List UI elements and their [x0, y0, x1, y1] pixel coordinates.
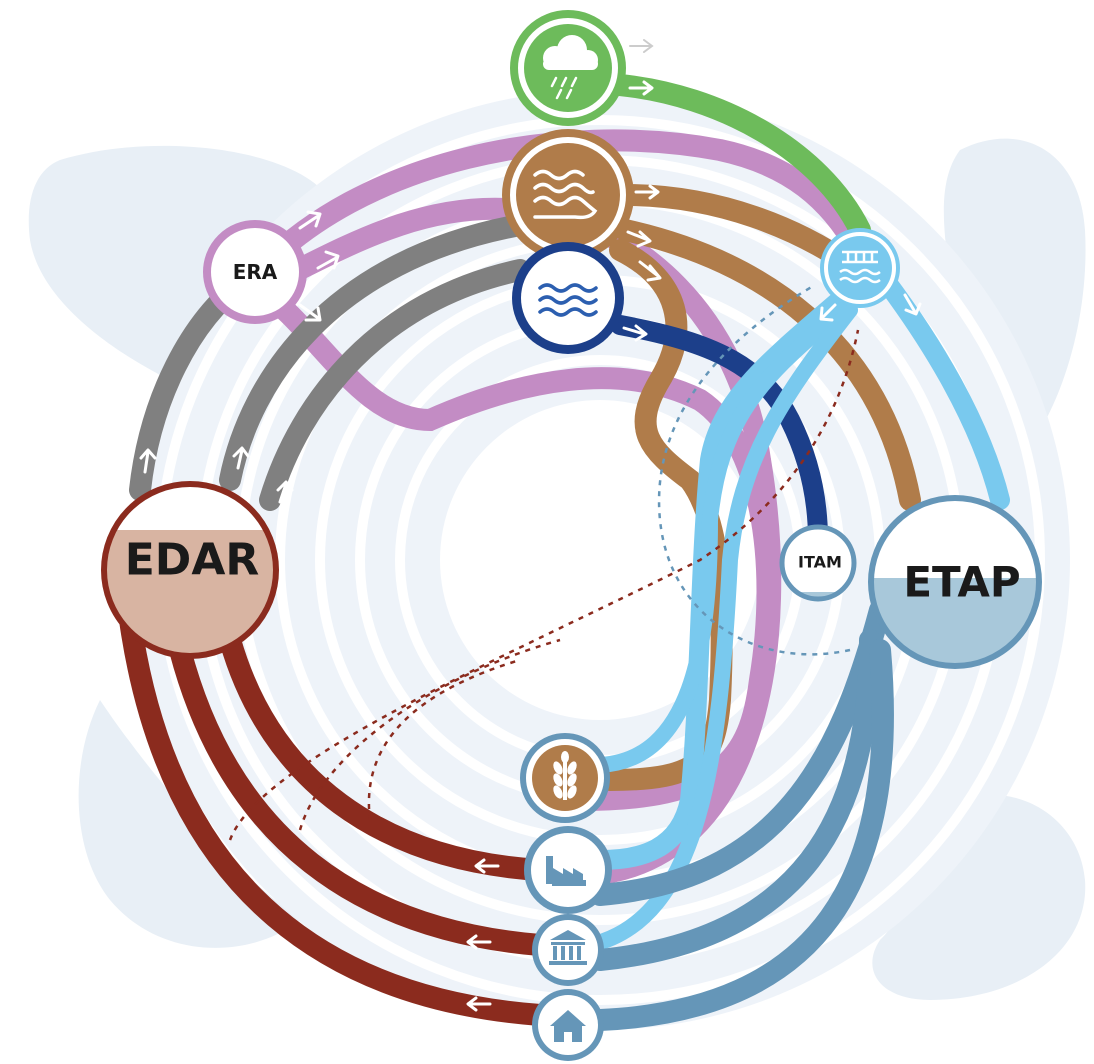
pipe-reuse-inner: [259, 259, 531, 511]
reservoir-node[interactable]: [820, 228, 900, 308]
pipe-reclaimed-industry: [247, 197, 782, 886]
groundwater-node[interactable]: [512, 242, 624, 354]
edar-label: EDAR: [125, 535, 260, 586]
pipe-etap-domestic: [589, 639, 894, 1031]
arrow-reuse-3: [276, 480, 294, 504]
industry-node[interactable]: [524, 826, 612, 914]
pipe-domestic-edar: [119, 609, 551, 1026]
dashed-infiltration-1: [228, 329, 860, 841]
institutional-node[interactable]: [532, 914, 604, 986]
arrow-river-2: [626, 230, 652, 248]
domestic-node[interactable]: [532, 989, 604, 1061]
flow-arrows: [139, 80, 922, 1012]
river-node[interactable]: [502, 129, 634, 261]
arrow-river-1: [634, 184, 660, 200]
itam-label: ITAM: [798, 553, 842, 572]
etap-label: ETAP: [903, 558, 1020, 607]
pipe-institutional-edar: [169, 639, 551, 956]
pipe-reuse-middle: [219, 214, 531, 491]
pipe-reclaimed-outer: [244, 129, 869, 286]
river-icon: [533, 169, 598, 220]
arrow-reuse-1: [139, 448, 157, 474]
dashed-flows: [228, 283, 860, 841]
institution-building-icon: [549, 930, 587, 965]
arrow-river-3: [638, 260, 662, 282]
itam-node[interactable]: ITAM: [779, 524, 860, 612]
arrow-reservoir-in: [819, 303, 837, 322]
arrow-industry-edar: [474, 858, 500, 874]
wheat-icon: [553, 751, 577, 800]
pipe-etap-institutional: [589, 629, 881, 971]
agriculture-node[interactable]: [520, 733, 610, 823]
arrow-era-1: [298, 210, 322, 230]
arrow-reuse-2: [232, 446, 250, 470]
arrow-rain: [628, 80, 654, 96]
factory-icon: [546, 856, 586, 886]
era-label: ERA: [233, 260, 278, 284]
edar-node[interactable]: EDAR: [100, 481, 280, 670]
arrow-era-2: [316, 250, 340, 270]
arrow-rain-faint: [629, 39, 654, 53]
arrow-domestic-edar: [466, 996, 492, 1012]
arrow-institutional-edar: [466, 934, 492, 950]
groundwater-waves-icon: [538, 283, 598, 317]
background-blob-bottom-right: [872, 794, 1086, 1000]
flow-pipes: [119, 74, 1010, 1031]
pipe-rain-reservoir: [609, 74, 871, 241]
rain-cloud-icon: [543, 35, 598, 100]
era-node[interactable]: ERA: [203, 220, 307, 324]
arrow-era-3: [298, 303, 322, 322]
rain-node[interactable]: [510, 10, 626, 126]
house-icon: [550, 1010, 586, 1042]
pipe-reservoir-agriculture: [592, 312, 838, 773]
arrow-reservoir-out: [903, 293, 922, 316]
pipe-industry-edar: [219, 629, 551, 881]
pipe-reservoir-etap: [875, 270, 1010, 510]
pipe-groundwater-itam: [610, 315, 828, 550]
dashed-infiltration-2: [298, 638, 561, 831]
background-blob-left: [28, 145, 330, 380]
reservoir-dam-icon: [839, 250, 881, 284]
dashed-infiltration-3: [367, 658, 521, 821]
arrow-groundwater: [622, 324, 648, 342]
